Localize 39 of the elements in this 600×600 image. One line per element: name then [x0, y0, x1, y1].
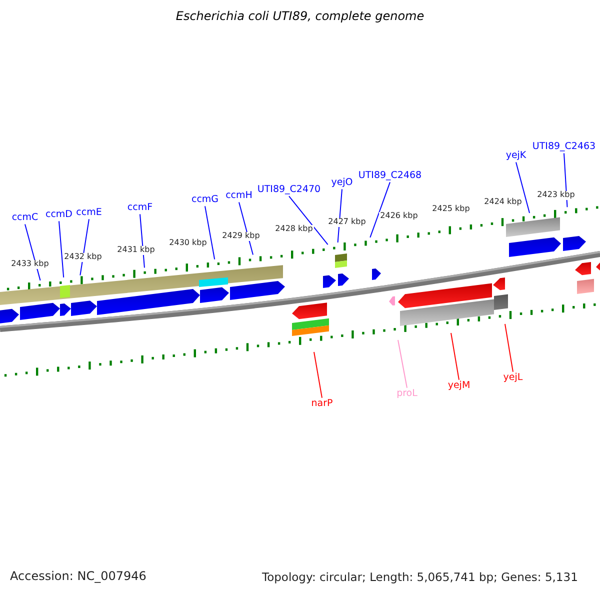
gene-label: yejK [506, 150, 526, 162]
leader-line [314, 352, 322, 398]
scale-label: 2425 kbp [431, 204, 471, 214]
leader-line [80, 218, 90, 276]
scale-label: 2433 kbp [10, 260, 50, 269]
leader-line [370, 182, 390, 238]
scale-label: 2432 kbp [63, 253, 103, 262]
scale-label: 2430 kbp [168, 239, 208, 248]
gene-label: yejL [503, 372, 523, 384]
genome-summary-note: Topology: circular; Length: 5,065,741 bp; Genes: 5,131 [262, 571, 578, 584]
gene-label: UTI89_C2468 [358, 170, 422, 182]
accession-note: Accession: NC_007946 [10, 570, 146, 584]
gene-label: yejM [448, 380, 470, 392]
leader-line [58, 220, 64, 278]
gene-label: ccmF [127, 202, 153, 214]
gene-label: ccmG [191, 194, 219, 206]
gene-label: narP [311, 398, 333, 410]
scale-label: 2429 kbp [221, 232, 261, 242]
leader-line [450, 332, 460, 380]
gene-label: ccmH [226, 190, 252, 202]
scale-label: 2426 kbp [379, 212, 419, 220]
gene-label: ccmC [12, 212, 38, 224]
scale-label: 2423 kbp [536, 191, 576, 200]
gene-label: proL [396, 388, 418, 400]
gene-label: UTI89_C2463 [532, 142, 596, 152]
scale-label: 2427 kbp [327, 218, 367, 228]
gene-label: ccmD [45, 210, 72, 220]
leader-line [204, 206, 216, 260]
gene-label: yejO [331, 178, 353, 188]
title: Escherichia coli UTI89, complete genome [174, 10, 426, 24]
gene-label: UTI89_C2470 [257, 184, 321, 196]
scale-label: 2424 kbp [483, 198, 523, 207]
scale-label: 2428 kbp [274, 225, 314, 234]
leader-line [288, 196, 328, 245]
leader-line [504, 324, 514, 372]
scale-label: 2431 kbp [116, 246, 156, 255]
gene-label: ccmE [76, 208, 102, 218]
leader-line [398, 340, 408, 388]
leader-line [516, 162, 530, 214]
